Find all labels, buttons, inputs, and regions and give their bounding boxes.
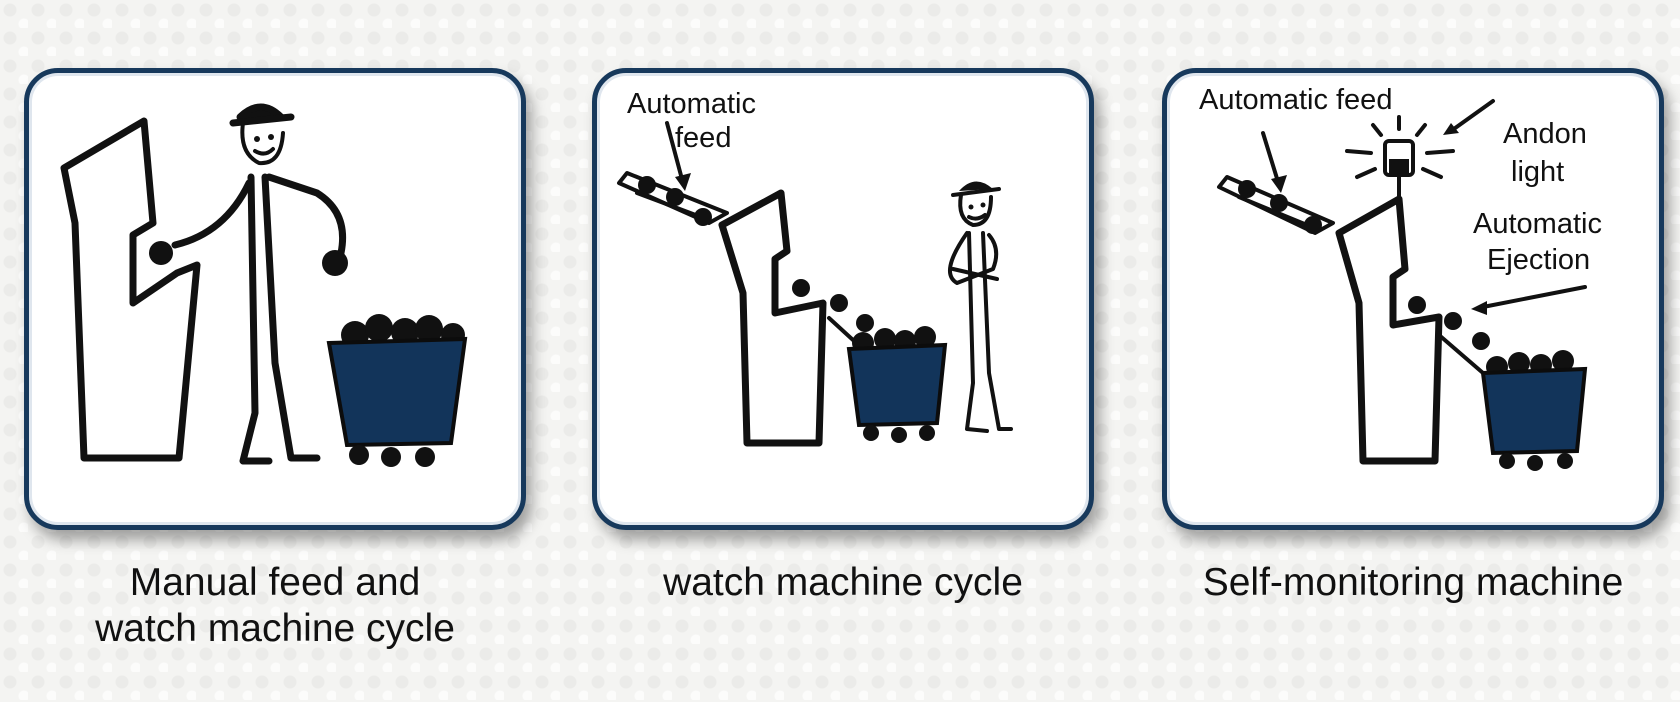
machine-outline (1339, 199, 1439, 461)
self-monitoring-illustration: Automatic feed Andon light Automatic Eje… (1167, 73, 1659, 525)
machine-outline (64, 121, 197, 458)
machine-outline (722, 193, 823, 443)
parts-cart (849, 326, 945, 443)
caption-self-monitoring-machine: Self-monitoring machine (1162, 560, 1664, 606)
label-feed: feed (675, 122, 731, 154)
caption-line: Self-monitoring machine (1162, 560, 1664, 606)
label-automatic: Automatic (627, 88, 756, 120)
panel-automatic-feed: Automatic feed (592, 68, 1094, 530)
arrow-andon-light (1451, 101, 1493, 131)
automatic-feed-illustration: Automatic feed (597, 73, 1089, 525)
operator-figure (950, 181, 1011, 431)
panel-self-monitoring: Automatic feed Andon light Automatic Eje… (1162, 68, 1664, 530)
caption-manual-feed: Manual feed and watch machine cycle (24, 560, 526, 652)
label-automatic-ejection-2: Ejection (1487, 244, 1590, 276)
parts-cart (1483, 350, 1585, 471)
label-light: light (1511, 156, 1564, 188)
panel-manual-feed (24, 68, 526, 530)
operator-figure (175, 107, 348, 461)
part-ball (638, 176, 656, 194)
caption-line: watch machine cycle (24, 606, 526, 652)
caption-line: Manual feed and (24, 560, 526, 606)
label-automatic-ejection-1: Automatic (1473, 208, 1602, 240)
parts-cart (329, 314, 465, 467)
label-automatic-feed: Automatic feed (1199, 84, 1392, 116)
label-andon: Andon (1503, 118, 1587, 150)
andon-light-icon (1347, 117, 1453, 197)
arrow-automatic-ejection (1483, 287, 1585, 307)
manual-feed-illustration (29, 73, 521, 525)
caption-watch-machine-cycle: watch machine cycle (592, 560, 1094, 606)
caption-line: watch machine cycle (592, 560, 1094, 606)
arrow-automatic-feed (1263, 133, 1279, 185)
part-ball (149, 241, 173, 265)
